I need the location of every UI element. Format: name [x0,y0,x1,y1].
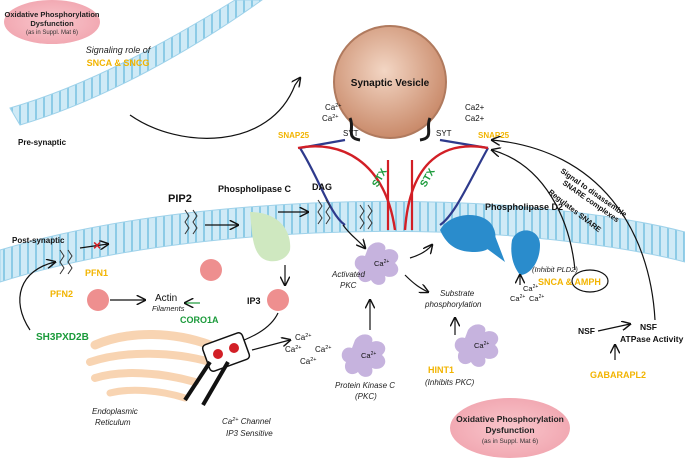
activated-pkc-label-1: Activated [331,270,365,279]
synaptic-vesicle-label: Synaptic Vesicle [351,78,430,89]
syt-right: SYT [436,129,452,138]
ca-channel-icon [183,332,251,407]
stx-curve-left [297,145,397,231]
snap25-right: SNAP25 [478,131,510,140]
hint1-pkc-ca: Ca2+ [474,341,489,350]
er-label-1: Endoplasmic [92,407,138,416]
pkc-shape [341,334,386,377]
substrate-label-2: phosphorylation [424,300,482,309]
phospholipase-d2-shape-2 [511,230,540,275]
ca-label-b: Ca2+ [322,114,339,123]
pip2-node [200,259,222,281]
syt-left: SYT [343,129,359,138]
oxphos-bottom-bubble [450,398,570,458]
inhibits-pkc-label: (Inhibits PKC) [425,378,475,387]
coro1a-label: CORO1A [180,315,219,325]
ca-cluster-3: Ca2+ [315,345,332,354]
oxphos-top-bubble [4,0,100,44]
ca-cluster-1: Ca2+ [295,333,312,342]
actin-label: Actin [155,293,177,304]
pip2-label: PIP2 [168,193,192,205]
pld-ca-2: Ca2+ [510,294,525,303]
pre-synaptic-label: Pre-synaptic [18,138,67,147]
pkc-label-1: Protein Kinase C [335,381,395,390]
oxphos-bottom-line1: Oxidative Phosphorylation [456,414,564,424]
signaling-line1: Signaling role of [86,45,152,55]
synaptic-vesicle [333,25,447,139]
nsf-label: NSF [578,326,595,336]
activated-pkc-shape [354,242,399,285]
phospholipase-d2-shape-1 [440,214,505,262]
inhibition-x-icon: × [93,237,101,253]
filaments-label: Filaments [152,304,185,313]
post-synaptic-label: Post-synaptic [12,236,65,245]
oxphos-top-line1: Oxidative Phosphorylation [4,10,99,19]
snap25-curve-right [439,147,489,226]
pfn-node [87,289,109,311]
inhibit-pld2-label: (Inhibit PLD2) [532,265,578,274]
pfn1-label: PFN1 [85,268,108,278]
snca-amph-label: SNCA & AMPH [538,277,601,287]
oxphos-top-line2: Dysfunction [30,19,74,28]
snap25-curve-left [299,147,346,226]
oxphos-bottom-line3: (as in Suppl. Mat 6) [482,438,538,445]
pld-ca-1: Ca2+ [523,284,538,293]
stx-right: STX [418,167,437,190]
nsf-atpase-label-1: NSF [640,322,657,332]
ip3-label: IP3 [247,296,261,306]
ip3-node [267,289,289,311]
nsf-atpase-label-2: ATPase Activity [620,334,684,344]
channel-label-2: IP3 Sensitive [226,429,273,438]
ca-cluster-4: Ca2+ [300,357,317,366]
oxphos-top-line3: (as in Suppl. Mat 6) [26,30,78,36]
dag-label: DAG [312,182,332,192]
ca-label-d: Ca2+ [465,114,485,123]
endoplasmic-reticulum [86,330,215,402]
phospholipase-d2-label: Phospholipase D2 [485,202,563,212]
ca-label-a: Ca2+ [325,103,342,112]
presynaptic-membrane [9,0,263,126]
pkc-ca-label: Ca2+ [361,351,376,360]
hint1-label: HINT1 [428,365,454,375]
sh3pxd2b-label: SH3PXD2B [36,332,89,343]
oxphos-bottom-line2: Dysfunction [485,425,534,435]
channel-label-1: Ca2+ Channel [222,417,271,426]
stx-curve-right [403,145,489,231]
substrate-label-1: Substrate [440,289,475,298]
gabarapl2-label: GABARAPL2 [590,370,646,380]
phospholipase-c-label: Phospholipase C [218,184,292,194]
pkc-label-2: (PKC) [355,392,377,401]
phospholipase-c-shape [250,212,291,262]
er-label-2: Reticulum [95,418,131,427]
snap25-left: SNAP25 [278,131,310,140]
hint1-pkc-shape [454,324,499,367]
ca-label-c: Ca2+ [465,103,485,112]
pfn2-label: PFN2 [50,289,73,299]
pld-ca-3: Ca2+ [529,294,544,303]
ca-cluster-2: Ca2+ [285,345,302,354]
snca-amph-circle [571,269,609,293]
activated-pkc-label-2: PKC [340,281,357,290]
activated-pkc-ca: Ca2+ [374,259,389,268]
signaling-line2: SNCA & SNCG [87,58,150,68]
